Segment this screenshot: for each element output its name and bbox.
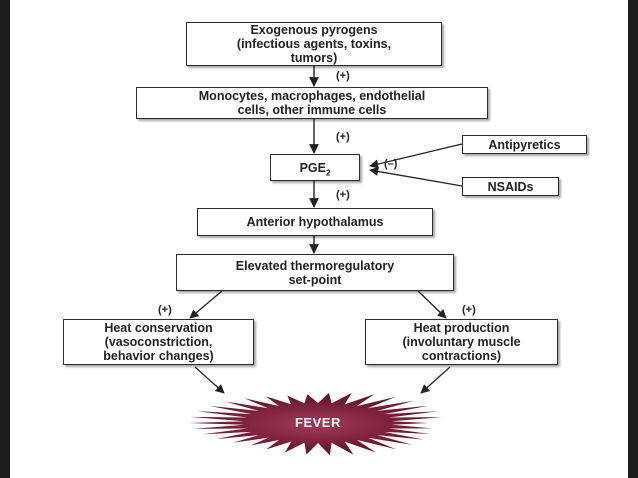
node-hypothalamus-label: Anterior hypothalamus: [246, 215, 384, 229]
node-exogenous-line3: tumors): [290, 51, 338, 65]
arrow-conservation-to-fever: [194, 366, 225, 394]
sign-minus: (–): [384, 158, 398, 170]
arrow-setpoint-to-conservation: [189, 290, 223, 319]
diagram-connectors: [189, 65, 463, 456]
node-production-line1: Heat production: [413, 321, 510, 335]
node-elevated-setpoint: Elevated thermoregulatory set-point: [176, 254, 454, 291]
arrow-setpoint-to-production: [417, 290, 447, 319]
node-antipyretics-label: Antipyretics: [488, 137, 561, 152]
sign-plus-2: (+): [336, 131, 350, 143]
sign-plus-right: (+): [462, 304, 476, 316]
node-conservation-line1: Heat conservation: [104, 321, 213, 335]
node-anterior-hypothalamus: Anterior hypothalamus: [197, 208, 433, 236]
sign-plus-1: (+): [336, 70, 350, 82]
node-monocytes: Monocytes, macrophages, endothelial cell…: [136, 87, 488, 119]
node-exogenous-line1: Exogenous pyrogens: [250, 23, 378, 37]
node-pge2-label: PGE2: [299, 160, 331, 177]
node-nsaids-label: NSAIDs: [487, 179, 534, 194]
node-monocytes-line1: Monocytes, macrophages, endothelial: [198, 89, 426, 103]
fever-starburst-shape: [189, 393, 442, 456]
sign-plus-3: (+): [336, 189, 350, 201]
node-heat-conservation: Heat conservation (vasoconstriction, beh…: [63, 319, 254, 365]
node-setpoint-line2: set-point: [288, 272, 342, 287]
pge2-subscript: 2: [325, 168, 331, 177]
arrow-nsaids-to-pge2: [369, 166, 463, 187]
node-exogenous-line2: (infectious agents, toxins,: [236, 37, 392, 51]
pge2-base: PGE: [299, 160, 326, 175]
node-monocytes-line2: cells, other immune cells: [237, 103, 387, 117]
node-conservation-line3: behavior changes): [103, 349, 214, 363]
node-nsaids: NSAIDs: [462, 177, 559, 196]
node-heat-production: Heat production (involuntary muscle cont…: [365, 319, 558, 365]
node-production-line2: (involuntary muscle: [402, 335, 521, 349]
arrow-production-to-fever: [420, 366, 451, 394]
node-exogenous-pyrogens: Exogenous pyrogens (infectious agents, t…: [186, 22, 442, 66]
node-antipyretics: Antipyretics: [462, 135, 587, 154]
sign-plus-left: (+): [158, 304, 172, 316]
fever-label: FEVER: [295, 415, 341, 430]
node-conservation-line2: (vasoconstriction,: [104, 335, 213, 349]
node-setpoint-line1: Elevated thermoregulatory: [235, 258, 395, 273]
arrow-antipyretics-to-pge2: [369, 143, 463, 169]
node-pge2: PGE2: [270, 154, 360, 181]
node-production-line3: contractions): [421, 349, 502, 363]
